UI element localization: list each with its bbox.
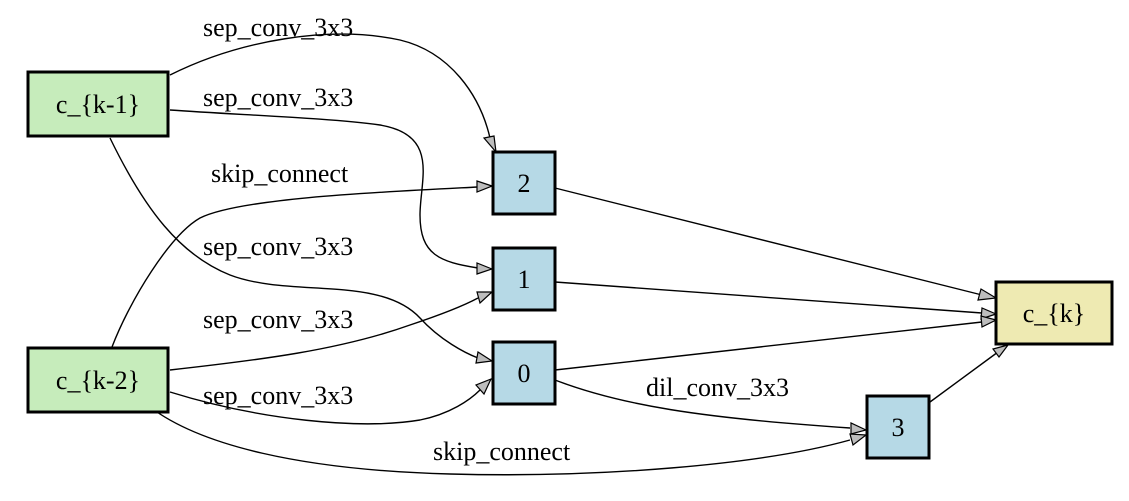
arrowhead-e12 (991, 343, 1010, 358)
arrowhead-e9 (977, 288, 998, 301)
arrowhead-e10 (980, 307, 998, 320)
node-ck2-label: c_{k-2} (56, 366, 140, 395)
node-0: 0 (491, 340, 557, 406)
node-ck-box (994, 280, 1114, 346)
edge-label-e5: sep_conv_3x3 (203, 305, 353, 334)
node-ck1-box (26, 70, 170, 138)
node-ck-label: c_{k} (1023, 299, 1086, 328)
edge-2-to-ck (554, 187, 983, 296)
node-ck1-label: c_{k-1} (56, 90, 140, 119)
edge-label-e4: sep_conv_3x3 (203, 232, 353, 261)
edge-ck2-to-0 (169, 389, 481, 425)
arrowhead-e6 (474, 377, 493, 396)
node-ck1: c_{k-1} (26, 70, 170, 138)
edge-label-e8: skip_connect (433, 437, 571, 466)
arrowhead-e1 (482, 135, 497, 154)
node-3: 3 (865, 394, 931, 460)
edge-3-to-ck (929, 351, 999, 403)
node-ck: c_{k} (994, 280, 1114, 346)
edge-ck1-to-0 (109, 137, 479, 359)
arrowhead-e3 (476, 180, 494, 193)
edge-0-to-3 (554, 379, 851, 429)
edge-0-to-ck (554, 321, 983, 371)
arrowhead-e4 (475, 351, 494, 364)
edge-labels: sep_conv_3x3 sep_conv_3x3 skip_connect s… (203, 13, 789, 466)
node-1-box (491, 246, 557, 312)
edge-label-e1: sep_conv_3x3 (203, 13, 353, 42)
edge-1-to-ck (554, 281, 983, 314)
edge-label-e3: skip_connect (211, 159, 349, 188)
node-ck2: c_{k-2} (26, 346, 170, 414)
arrowhead-e11 (980, 315, 998, 328)
node-3-label: 3 (892, 413, 905, 442)
edge-ck1-to-2 (169, 33, 491, 139)
arrowhead-e7 (850, 422, 868, 435)
node-1: 1 (491, 246, 557, 312)
edge-label-e6: sep_conv_3x3 (203, 381, 353, 410)
arrowhead-e5 (476, 291, 494, 305)
edge-label-e7: dil_conv_3x3 (646, 373, 789, 402)
node-2-label: 2 (518, 169, 531, 198)
arrowhead-e8 (849, 433, 868, 447)
node-2: 2 (491, 150, 557, 216)
node-ck2-box (26, 346, 170, 414)
arrowheads (474, 135, 1010, 447)
edges (109, 33, 999, 476)
edge-ck2-to-2 (111, 186, 479, 348)
edge-ck2-to-1 (169, 297, 479, 371)
node-2-box (491, 150, 557, 216)
edge-ck1-to-1 (169, 109, 479, 269)
node-1-label: 1 (518, 265, 531, 294)
node-0-box (491, 340, 557, 406)
nodes: c_{k-1} c_{k-2} 2 1 0 3 c_{k} (26, 70, 1114, 460)
node-0-label: 0 (518, 359, 531, 388)
arrowhead-e2 (476, 262, 494, 275)
edge-ck2-to-3 (149, 406, 851, 476)
edge-label-e2: sep_conv_3x3 (203, 83, 353, 112)
node-3-box (865, 394, 931, 460)
